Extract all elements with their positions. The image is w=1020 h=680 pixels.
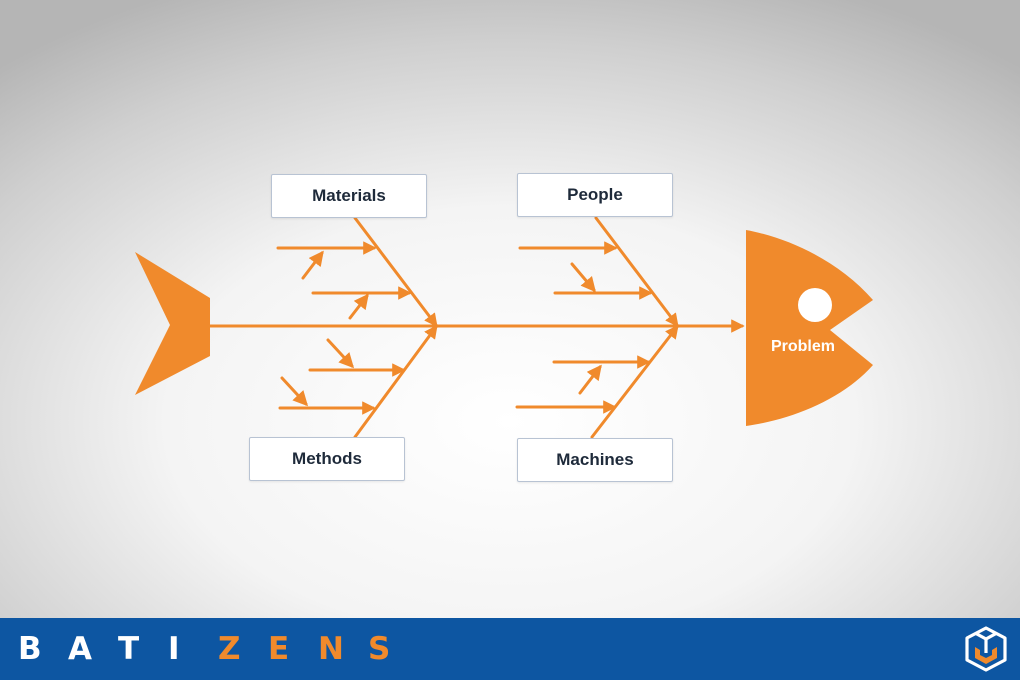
fish-tail xyxy=(135,252,210,395)
bone-people xyxy=(594,216,679,328)
bone-materials xyxy=(353,216,438,328)
brand-letter: Z xyxy=(218,631,241,667)
rib xyxy=(301,250,324,280)
category-people: People xyxy=(517,173,673,217)
brand-letter: B xyxy=(18,631,42,667)
bone-methods xyxy=(353,324,438,439)
brand-wordmark: B A T I Z E N S xyxy=(18,631,418,667)
bone-machines xyxy=(590,324,679,439)
rib xyxy=(578,364,602,395)
category-methods: Methods xyxy=(249,437,405,481)
category-materials: Materials xyxy=(271,174,427,218)
rib xyxy=(280,376,309,407)
rib xyxy=(348,293,369,320)
rib xyxy=(326,338,355,369)
brand-letter: I xyxy=(168,631,180,667)
rib xyxy=(570,262,596,293)
footer-bar: B A T I Z E N S xyxy=(0,618,1020,680)
cube-icon xyxy=(965,626,1007,672)
fishbone-svg xyxy=(135,216,873,439)
brand-letter: N xyxy=(318,631,344,667)
fishbone-diagram: Materials People Methods Machines Proble… xyxy=(135,173,873,482)
problem-label: Problem xyxy=(770,338,835,355)
brand-letter: A xyxy=(68,631,92,667)
brand-letter: S xyxy=(368,631,391,667)
fish-eye xyxy=(798,288,832,322)
fish-head xyxy=(746,230,873,426)
category-machines: Machines xyxy=(517,438,673,482)
brand-letter: E xyxy=(268,631,290,667)
brand-letter: T xyxy=(118,631,140,667)
